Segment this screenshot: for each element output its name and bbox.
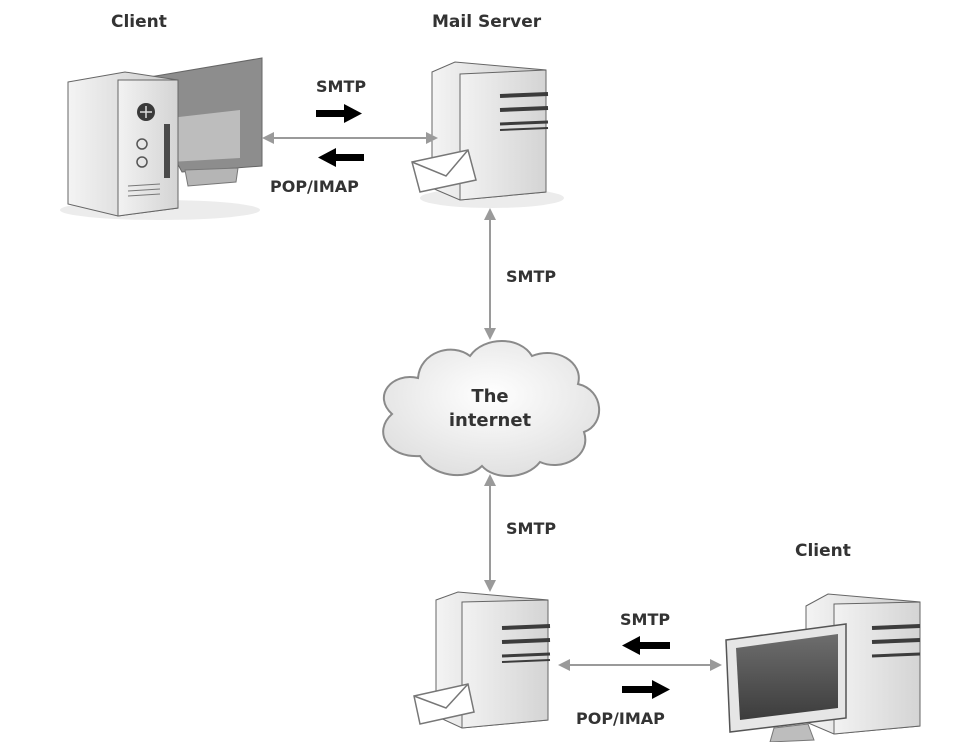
bottom-popimap-label: POP/IMAP xyxy=(576,709,665,728)
internet-label-line1: The xyxy=(471,386,508,407)
top-link-right-arrowhead xyxy=(426,132,438,144)
lower-smtp-label: SMTP xyxy=(506,519,556,538)
client-top-label: Client xyxy=(111,12,167,32)
top-popimap-label: POP/IMAP xyxy=(270,177,359,196)
client-bottom-computer-icon xyxy=(725,593,921,742)
bottom-right-arrow-icon xyxy=(622,680,670,699)
top-smtp-label: SMTP xyxy=(316,77,366,96)
client-bottom-label: Client xyxy=(795,541,851,561)
client-top-computer-icon xyxy=(60,57,263,220)
upper-smtp-label: SMTP xyxy=(506,267,556,286)
lower-link-top-arrowhead xyxy=(484,474,496,486)
top-left-arrow-icon xyxy=(318,148,364,167)
bottom-smtp-label: SMTP xyxy=(620,610,670,629)
upper-link-bottom-arrowhead xyxy=(484,328,496,340)
internet-label-line2: internet xyxy=(449,410,532,431)
lower-link-bottom-arrowhead xyxy=(484,580,496,592)
mail-server-label: Mail Server xyxy=(432,12,542,32)
bottom-link-right-arrowhead xyxy=(710,659,722,671)
envelope-bottom-icon xyxy=(413,683,475,725)
bottom-link-left-arrowhead xyxy=(558,659,570,671)
upper-link-top-arrowhead xyxy=(484,208,496,220)
bottom-left-arrow-icon xyxy=(622,636,670,655)
envelope-top-icon xyxy=(411,149,477,193)
internet-cloud-icon xyxy=(382,340,600,478)
top-right-arrow-icon xyxy=(316,104,362,123)
top-link-left-arrowhead xyxy=(262,132,274,144)
